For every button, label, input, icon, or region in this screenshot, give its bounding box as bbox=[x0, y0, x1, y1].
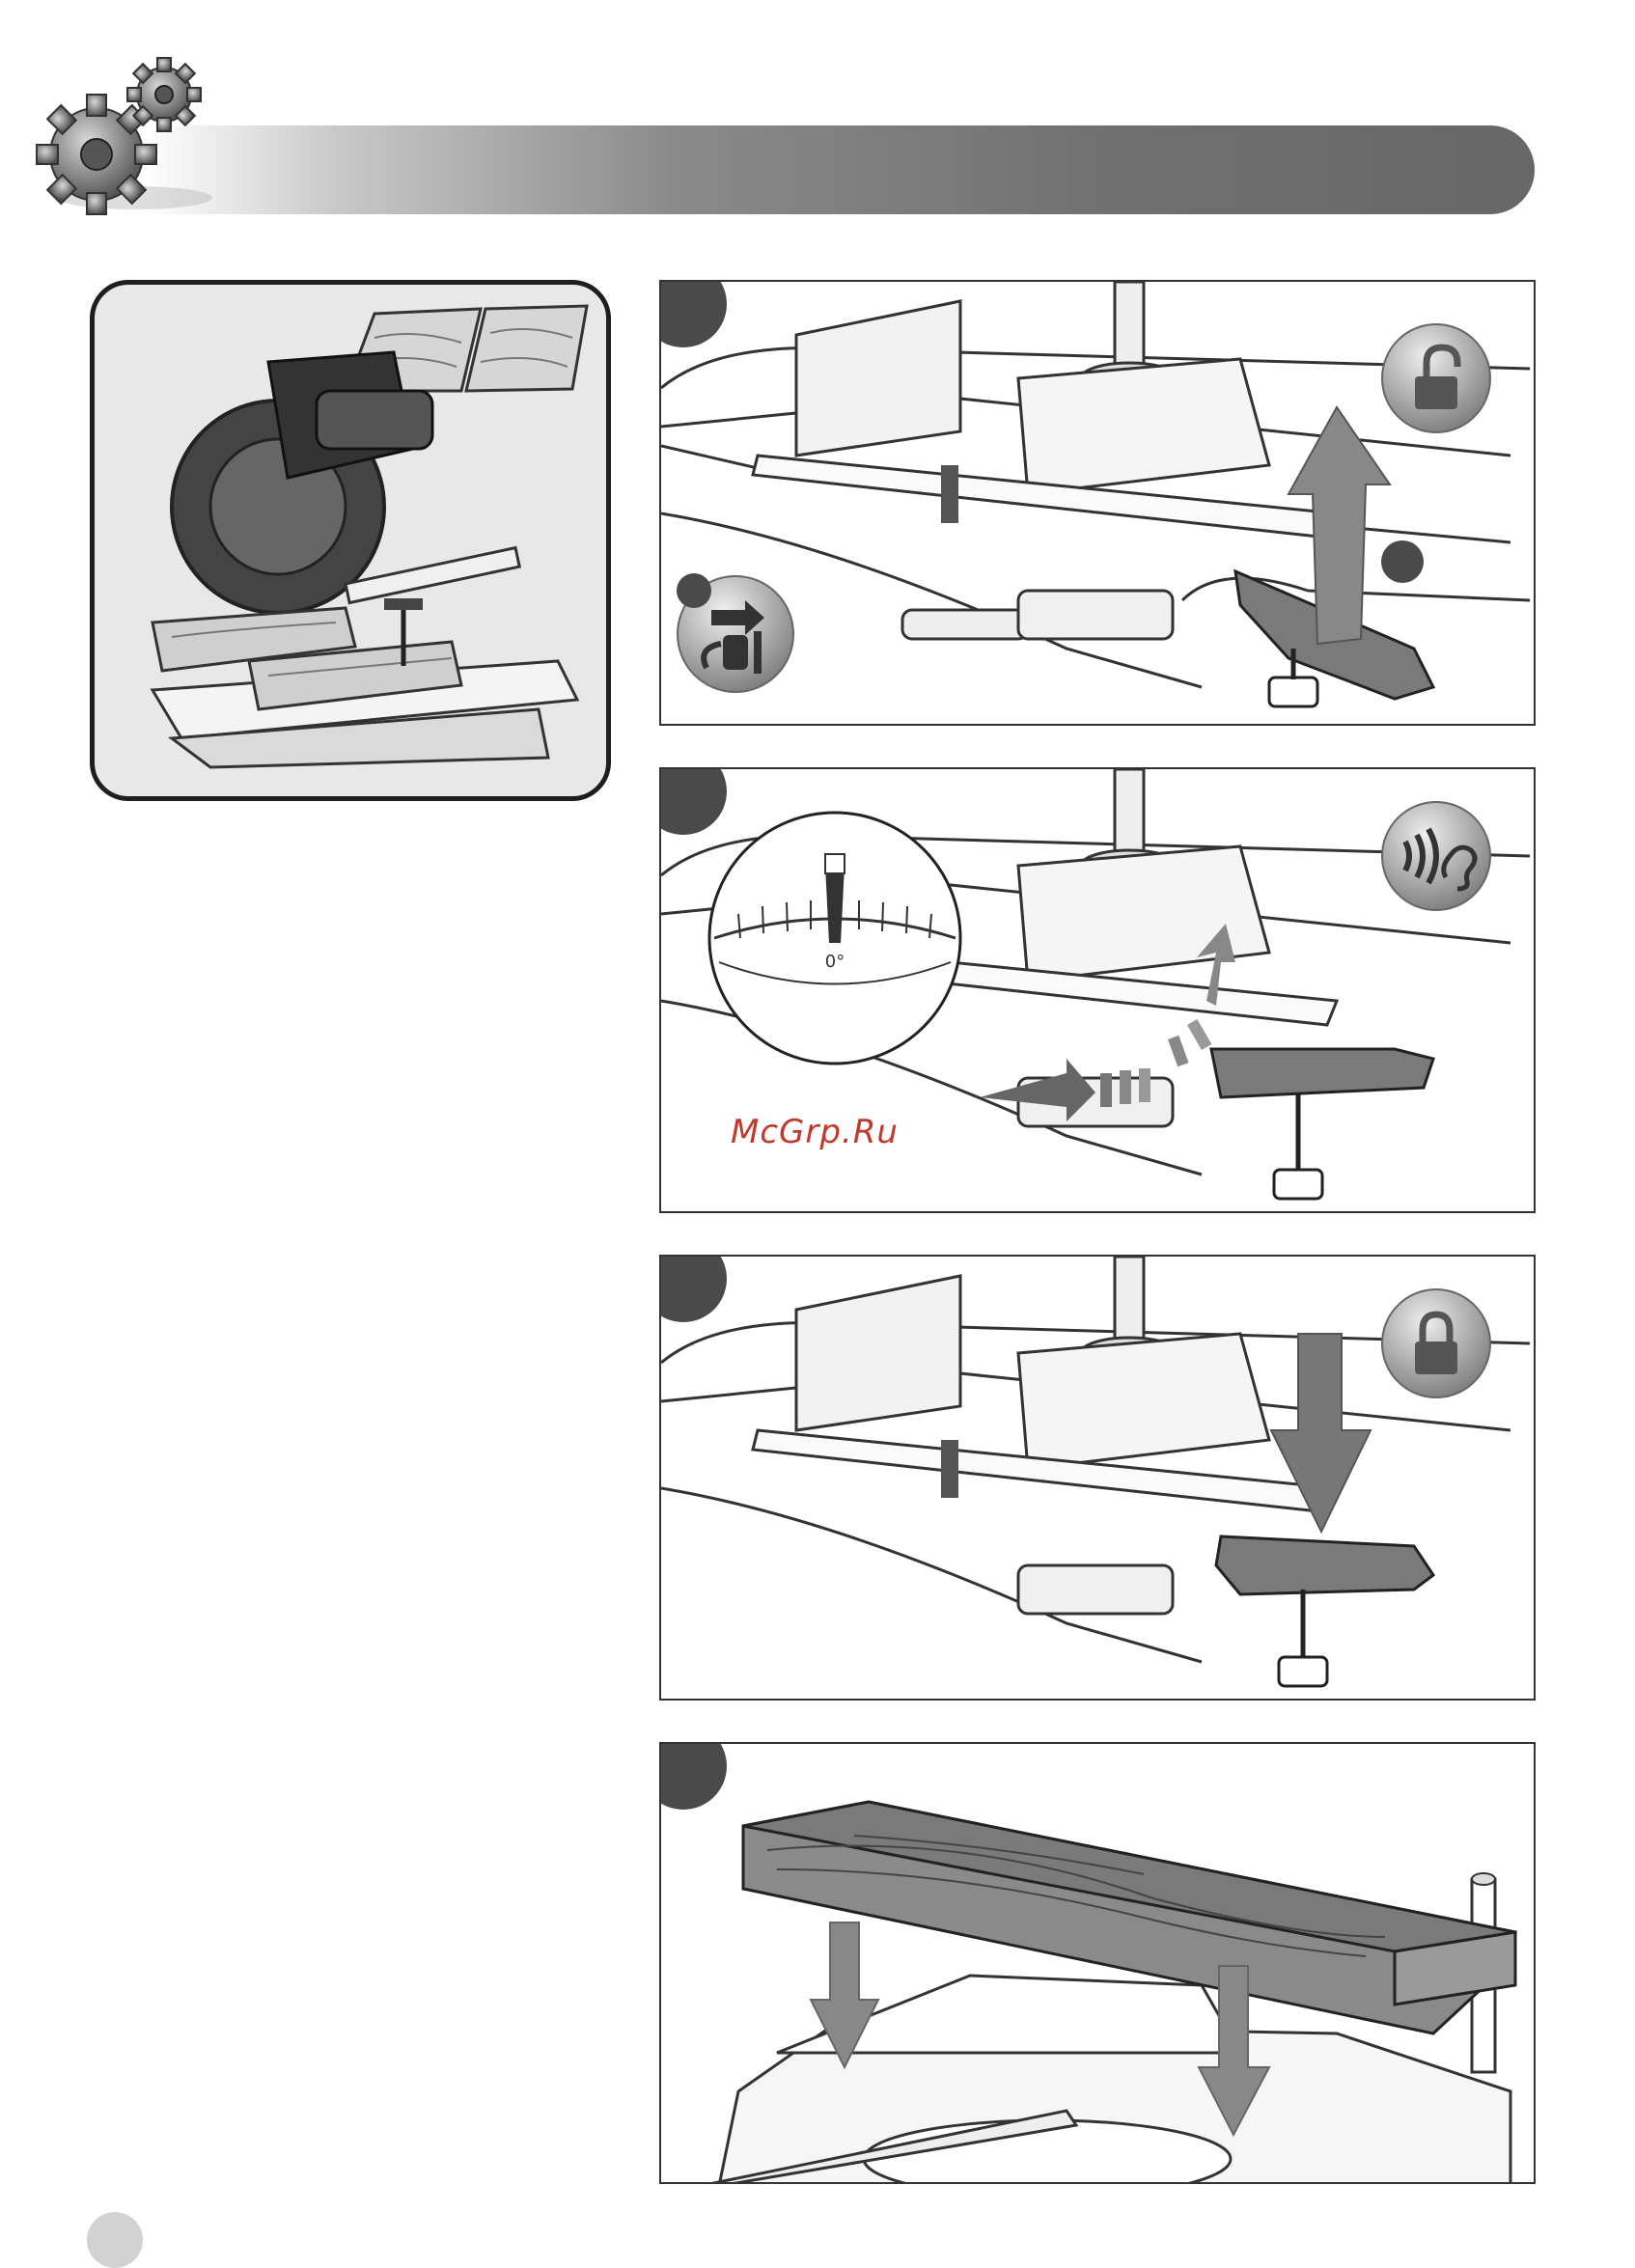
step-1-panel bbox=[659, 280, 1536, 726]
board-placement-illustration bbox=[661, 1744, 1536, 2184]
lock-icon bbox=[1378, 1286, 1494, 1401]
step-4-panel bbox=[659, 1742, 1536, 2184]
section-header-bar bbox=[145, 125, 1535, 214]
gears-icon bbox=[29, 39, 212, 222]
angle-scale-icon: 0° bbox=[709, 813, 960, 1064]
miter-saw-icon bbox=[95, 285, 606, 796]
listen-click-icon bbox=[1378, 798, 1494, 914]
step-3-panel bbox=[659, 1255, 1536, 1701]
unlock-icon bbox=[1378, 320, 1494, 436]
watermark-text: McGrp.Ru bbox=[731, 1113, 899, 1151]
scale-zero-label: 0° bbox=[825, 952, 845, 972]
unplug-icon bbox=[673, 571, 798, 697]
page-number-badge bbox=[87, 2212, 143, 2268]
overview-panel bbox=[90, 280, 611, 801]
